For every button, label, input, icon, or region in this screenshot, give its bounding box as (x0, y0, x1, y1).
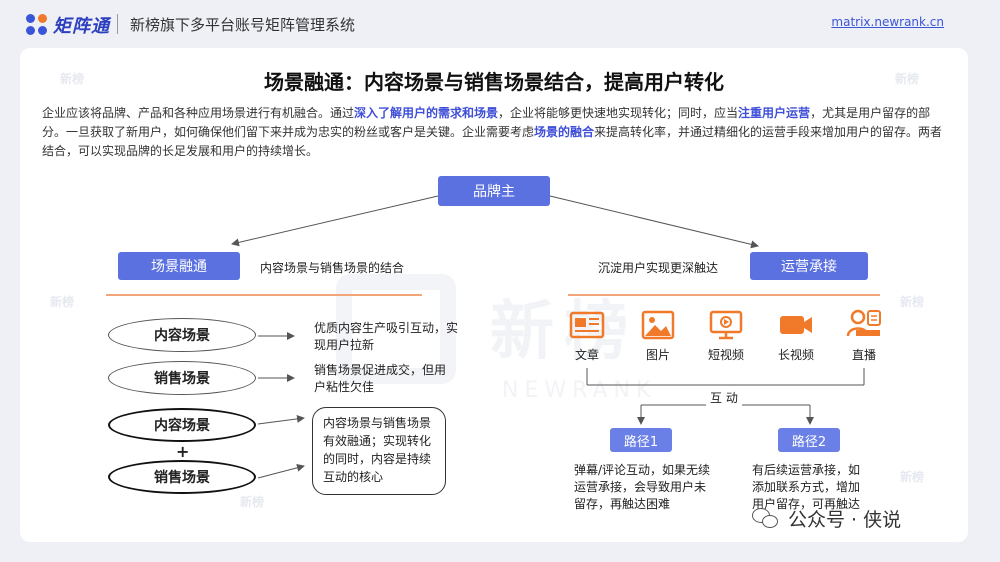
scene-fusion-caption: 内容场景与销售场景的结合 (260, 261, 405, 275)
channel-long-video-label: 长视频 (777, 348, 814, 362)
combo-sales-scene-node: 销售场景 (108, 460, 256, 494)
content-scene-desc: 优质内容生产吸引互动，实现用户拉新 (314, 321, 459, 352)
header-title: 新榜旗下多平台账号矩阵管理系统 (130, 16, 356, 34)
short-video-icon (709, 310, 743, 340)
para-highlight: 深入了解用户的需求和场景 (354, 106, 499, 120)
sales-scene-desc: 销售场景促进成交，但用户粘性欠佳 (314, 363, 447, 394)
logo[interactable]: 矩阵通 (26, 12, 110, 38)
connector-lines (231, 195, 865, 479)
path2-desc: 有后续运营承接，如添加联系方式，增加用户留存，可再触达 (752, 463, 861, 511)
content-scene-node: 内容场景 (108, 318, 256, 352)
scene-fusion-label: 场景融通 (118, 252, 240, 280)
path1-label: 路径1 (610, 428, 672, 452)
para-highlight: 注重用户运营 (738, 106, 811, 120)
wechat-icon (752, 507, 780, 530)
live-stream-icon (846, 309, 881, 337)
header-url-link[interactable]: matrix.newrank.cn (831, 15, 944, 29)
operation-label: 运营承接 (750, 252, 868, 280)
operation-caption: 沉淀用户实现更深触达 (598, 261, 719, 275)
interaction-label: 互 动 (706, 390, 742, 407)
watermark: 新榜 (900, 295, 925, 309)
para-text: ，企业将能够更快速地实现转化；同时，应当 (498, 106, 739, 120)
watermark-brand-en: NEWRANK (502, 378, 657, 403)
logo-icon (26, 14, 48, 36)
channel-picture-label: 图片 (645, 348, 670, 362)
combo-desc-box: 内容场景与销售场景有效融通；实现转化的同时，内容是持续互动的核心 (312, 407, 446, 495)
wechat-account-watermark: 公众号 · 侠说 (752, 505, 901, 532)
watermark-logo-icon (336, 274, 456, 384)
article-icon (569, 311, 605, 339)
watermark-brand: 新榜 (490, 295, 638, 369)
long-video-icon (780, 316, 812, 334)
para-highlight: 场景的融合 (534, 125, 595, 139)
watermark: 新榜 (50, 295, 75, 309)
watermark: 新榜 (240, 495, 265, 509)
header-divider (117, 14, 118, 34)
content-card: 新榜 新榜 新榜 新榜 新榜 新榜 新榜 NEWRANK 场景融通：内容场景与销… (20, 48, 968, 542)
wechat-account-label: 公众号 · 侠说 (788, 509, 902, 531)
right-divider (568, 294, 880, 296)
watermark: 新榜 (60, 72, 85, 86)
header: 矩阵通 新榜旗下多平台账号矩阵管理系统 matrix.newrank.cn (0, 0, 1000, 48)
left-divider (106, 294, 422, 296)
picture-icon (641, 310, 675, 340)
channel-short-video-label: 短视频 (707, 348, 744, 362)
para-text: 企业应该将品牌、产品和各种应用场景进行有机融合。通过 (42, 106, 355, 120)
page-title: 场景融通：内容场景与销售场景结合，提高用户转化 (264, 70, 724, 94)
channel-live-label: 直播 (851, 348, 876, 362)
path2-label: 路径2 (778, 428, 840, 452)
sales-scene-node: 销售场景 (108, 361, 256, 395)
logo-text: 矩阵通 (53, 16, 110, 37)
plus-sign: + (176, 442, 190, 461)
intro-paragraph: 企业应该将品牌、产品和各种应用场景进行有机融合。通过深入了解用户的需求和场景，企… (42, 104, 952, 161)
combo-content-scene-node: 内容场景 (108, 408, 256, 442)
channel-article-label: 文章 (574, 348, 599, 362)
watermark: 新榜 (900, 470, 925, 484)
para-text: ，尤其是用户留存的部分。一旦获取了新用户，如何确保他们留下来并成为忠实的粉丝或客… (42, 106, 931, 139)
root-node-brand-owner: 品牌主 (438, 176, 550, 206)
para-text: 来提高转化率，并通过精细化的运营手段来增加用户的留存。两者结合，可以实现品牌的长… (42, 125, 943, 158)
watermark: 新榜 (895, 72, 920, 86)
path1-desc: 弹幕/评论互动，如果无续运营承接，会导致用户未留存，再触达困难 (574, 463, 711, 511)
